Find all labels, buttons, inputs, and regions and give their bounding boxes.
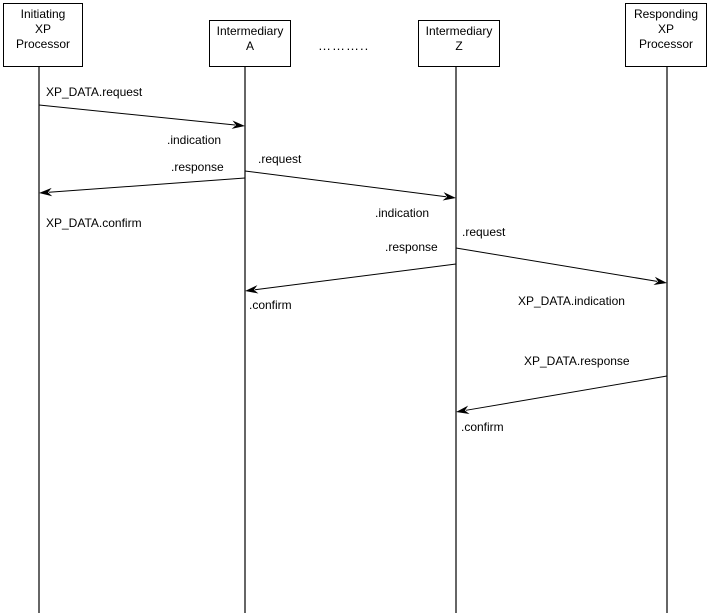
message-label-m8: .confirm	[249, 298, 292, 312]
message-label-m10: XP_DATA.indication	[518, 294, 625, 308]
message-arrow-head-m9	[653, 276, 667, 286]
message-label-m3: .response	[171, 160, 224, 174]
message-arrow-shaft-m9	[455, 247, 658, 282]
message-label-m1: XP_DATA.request	[46, 85, 143, 99]
message-arrow-head-m1	[231, 120, 245, 129]
lifeline-box-responding[interactable]: Responding XP Processor	[625, 3, 707, 67]
message-label-m6: .indication	[375, 206, 430, 220]
message-label-m12: .confirm	[461, 420, 504, 434]
message-arrow-shaft-m7	[254, 263, 457, 291]
message-arrow-shaft-m3	[48, 177, 246, 193]
lifeline-box-intermediary-a[interactable]: Intermediary A	[209, 20, 291, 67]
ellipsis-separator: ………..	[318, 38, 370, 53]
message-label-m7: .response	[385, 240, 438, 254]
message-label-m9: .request	[462, 225, 506, 239]
message-arrow-head-m3	[39, 187, 53, 197]
lifeline-box-initiating[interactable]: Initiating XP Processor	[3, 3, 83, 67]
message-arrow-shaft-m5	[244, 170, 447, 198]
message-arrow-shaft-m1	[38, 104, 236, 126]
lifeline-box-intermediary-z[interactable]: Intermediary Z	[418, 20, 500, 67]
message-arrow-head-m11	[456, 405, 470, 414]
message-arrow-head-m5	[442, 192, 456, 201]
message-label-m2: .indication	[167, 133, 222, 147]
message-label-m4: XP_DATA.confirm	[46, 216, 142, 230]
message-arrow-shaft-m11	[465, 375, 668, 411]
message-label-m5: .request	[258, 152, 302, 166]
message-label-m11: XP_DATA.response	[524, 354, 630, 368]
message-arrow-head-m7	[245, 285, 259, 294]
